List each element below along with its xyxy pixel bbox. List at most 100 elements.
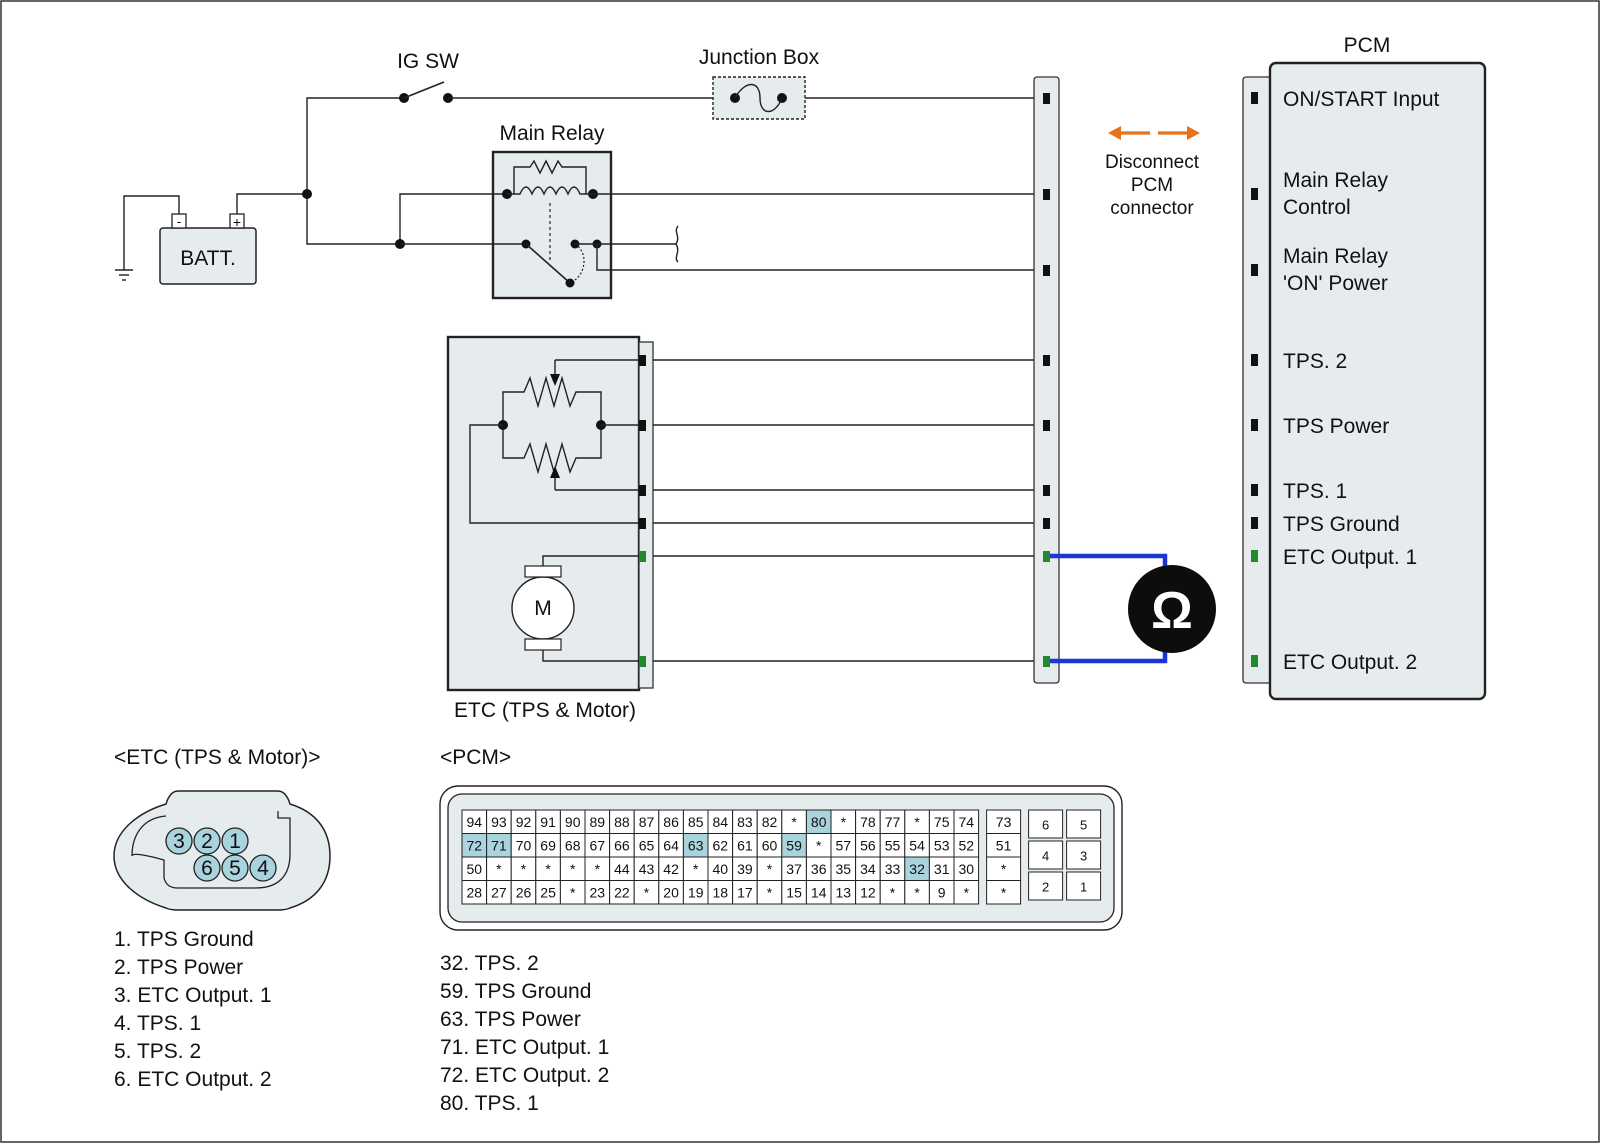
ground-icon bbox=[115, 195, 180, 281]
pcm-pin-number: 91 bbox=[540, 814, 556, 830]
pcm-pin-number: 78 bbox=[860, 814, 876, 830]
pcm-pin-number: 6 bbox=[1042, 818, 1049, 833]
pcm-pin-number: 1 bbox=[1080, 880, 1087, 895]
pcm-pin-number: 52 bbox=[959, 837, 975, 853]
pcm-pin-number: 71 bbox=[491, 837, 507, 853]
pcm-pin-number: 44 bbox=[614, 861, 630, 877]
pcm-pin-number: 75 bbox=[934, 814, 950, 830]
pcm-pin-number: 60 bbox=[762, 837, 778, 853]
pcm-pin-list-item: 71. ETC Output. 1 bbox=[440, 1036, 609, 1059]
pcm-pin-number: 84 bbox=[713, 814, 729, 830]
etc-pin-number: 1 bbox=[229, 830, 241, 853]
pcm-terminal-label: TPS. 1 bbox=[1283, 480, 1347, 503]
pcm-pin-number: 92 bbox=[516, 814, 532, 830]
pcm-pin-number: 80 bbox=[811, 814, 827, 830]
main-relay-label: Main Relay bbox=[499, 122, 605, 145]
pcm-pin-number: 3 bbox=[1080, 849, 1087, 864]
pcm-pin-number: 69 bbox=[540, 837, 556, 853]
battery-positive-wire bbox=[236, 193, 307, 214]
etc-terminal-pins bbox=[639, 355, 646, 667]
pcm-pin-number: 18 bbox=[713, 884, 729, 900]
battery-pos-sign: + bbox=[233, 214, 241, 230]
pcm-terminal-label: Main Relay bbox=[1283, 169, 1389, 192]
pcm-pin-list-item: 59. TPS Ground bbox=[440, 980, 591, 1003]
pcm-pin-number: 17 bbox=[737, 884, 753, 900]
pcm-pin-number: * bbox=[816, 837, 822, 853]
pcm-box bbox=[1242, 61, 1487, 701]
tps1-potentiometer-icon bbox=[502, 375, 602, 425]
pcm-pin-number: 90 bbox=[565, 814, 581, 830]
pcm-pin-number: 63 bbox=[688, 837, 704, 853]
pcm-pin-number: 73 bbox=[996, 814, 1012, 830]
pcm-pin-number: 20 bbox=[663, 884, 679, 900]
pcm-pin-number: 43 bbox=[639, 861, 655, 877]
pcm-terminal-pin bbox=[1251, 264, 1258, 276]
pcm-pin-number: 82 bbox=[762, 814, 778, 830]
etc-pin-list-item: 1. TPS Ground bbox=[114, 928, 254, 951]
pcm-pin-number: 74 bbox=[959, 814, 975, 830]
pcm-pin-number: 57 bbox=[836, 837, 852, 853]
pcm-pin-list-item: 80. TPS. 1 bbox=[440, 1092, 539, 1115]
pcm-pin-number: 13 bbox=[836, 884, 852, 900]
etc-connector-strip bbox=[638, 341, 654, 689]
relay-branch-wire bbox=[597, 225, 679, 263]
etc-pin-list-item: 2. TPS Power bbox=[114, 956, 243, 979]
pcm-pin-number: 87 bbox=[639, 814, 655, 830]
etc-connector-title: <ETC (TPS & Motor)> bbox=[114, 746, 321, 769]
pcm-pin-number: * bbox=[1001, 861, 1007, 877]
fuse-icon bbox=[734, 83, 783, 113]
etc-pin-list-item: 5. TPS. 2 bbox=[114, 1040, 201, 1063]
etc-pin-circle bbox=[221, 854, 249, 882]
pcm-terminal-label: TPS Power bbox=[1283, 415, 1389, 438]
pcm-terminal-label: TPS. 2 bbox=[1283, 350, 1347, 373]
battery-neg-sign: - bbox=[177, 214, 181, 229]
pcm-pin-number: 51 bbox=[996, 837, 1012, 853]
pcm-pin-number: 34 bbox=[860, 861, 876, 877]
pcm-pin-number: * bbox=[496, 861, 502, 877]
pcm-pin-number: 67 bbox=[590, 837, 606, 853]
pcm-pin-list-item: 72. ETC Output. 2 bbox=[440, 1064, 609, 1087]
pcm-pin-cell bbox=[1066, 809, 1102, 839]
pcm-pin-number: 31 bbox=[934, 861, 950, 877]
disconnect-line-2: PCM bbox=[1131, 175, 1173, 196]
pcm-pin-number: * bbox=[841, 814, 847, 830]
relay-resistor-icon bbox=[513, 159, 587, 194]
pcm-pin-number: * bbox=[570, 861, 576, 877]
pcm-pin-number: 28 bbox=[467, 884, 483, 900]
pcm-pin-number: 32 bbox=[909, 861, 925, 877]
pcm-pin-number: 64 bbox=[663, 837, 679, 853]
pcm-pin-number: 55 bbox=[885, 837, 901, 853]
pcm-pin-number: 50 bbox=[467, 861, 483, 877]
pcm-pin-cell bbox=[1028, 840, 1064, 870]
pcm-pin-cell bbox=[953, 880, 980, 905]
disconnect-line-3: connector bbox=[1110, 198, 1194, 219]
splice-dot bbox=[302, 189, 312, 199]
pcm-pin-number: 2 bbox=[1042, 880, 1049, 895]
pcm-pin-number: 93 bbox=[491, 814, 507, 830]
pcm-pin-cell bbox=[1028, 871, 1064, 901]
pcm-pin-number: 23 bbox=[590, 884, 606, 900]
pcm-terminal-pin bbox=[1251, 92, 1258, 104]
etc-pin-number: 4 bbox=[257, 857, 269, 880]
etc-pin-number: 3 bbox=[173, 830, 185, 853]
pcm-terminal-pin bbox=[1251, 517, 1258, 529]
etc-pin-circle bbox=[165, 827, 193, 855]
pcm-pin-number: 19 bbox=[688, 884, 704, 900]
pcm-pin-number: 40 bbox=[713, 861, 729, 877]
pcm-pin-number: 86 bbox=[663, 814, 679, 830]
etc-pin-number: 6 bbox=[201, 857, 213, 880]
etc-pin-number: 2 bbox=[201, 830, 213, 853]
pcm-pin-number: 9 bbox=[938, 884, 946, 900]
pcm-pin-list-item: 63. TPS Power bbox=[440, 1008, 581, 1031]
junction-box-label: Junction Box bbox=[699, 46, 820, 69]
pcm-pin-cell bbox=[986, 880, 1022, 905]
pcm-pin-number: * bbox=[545, 861, 551, 877]
relay-coil-icon bbox=[507, 186, 593, 196]
ig-feed-wire bbox=[306, 97, 404, 194]
